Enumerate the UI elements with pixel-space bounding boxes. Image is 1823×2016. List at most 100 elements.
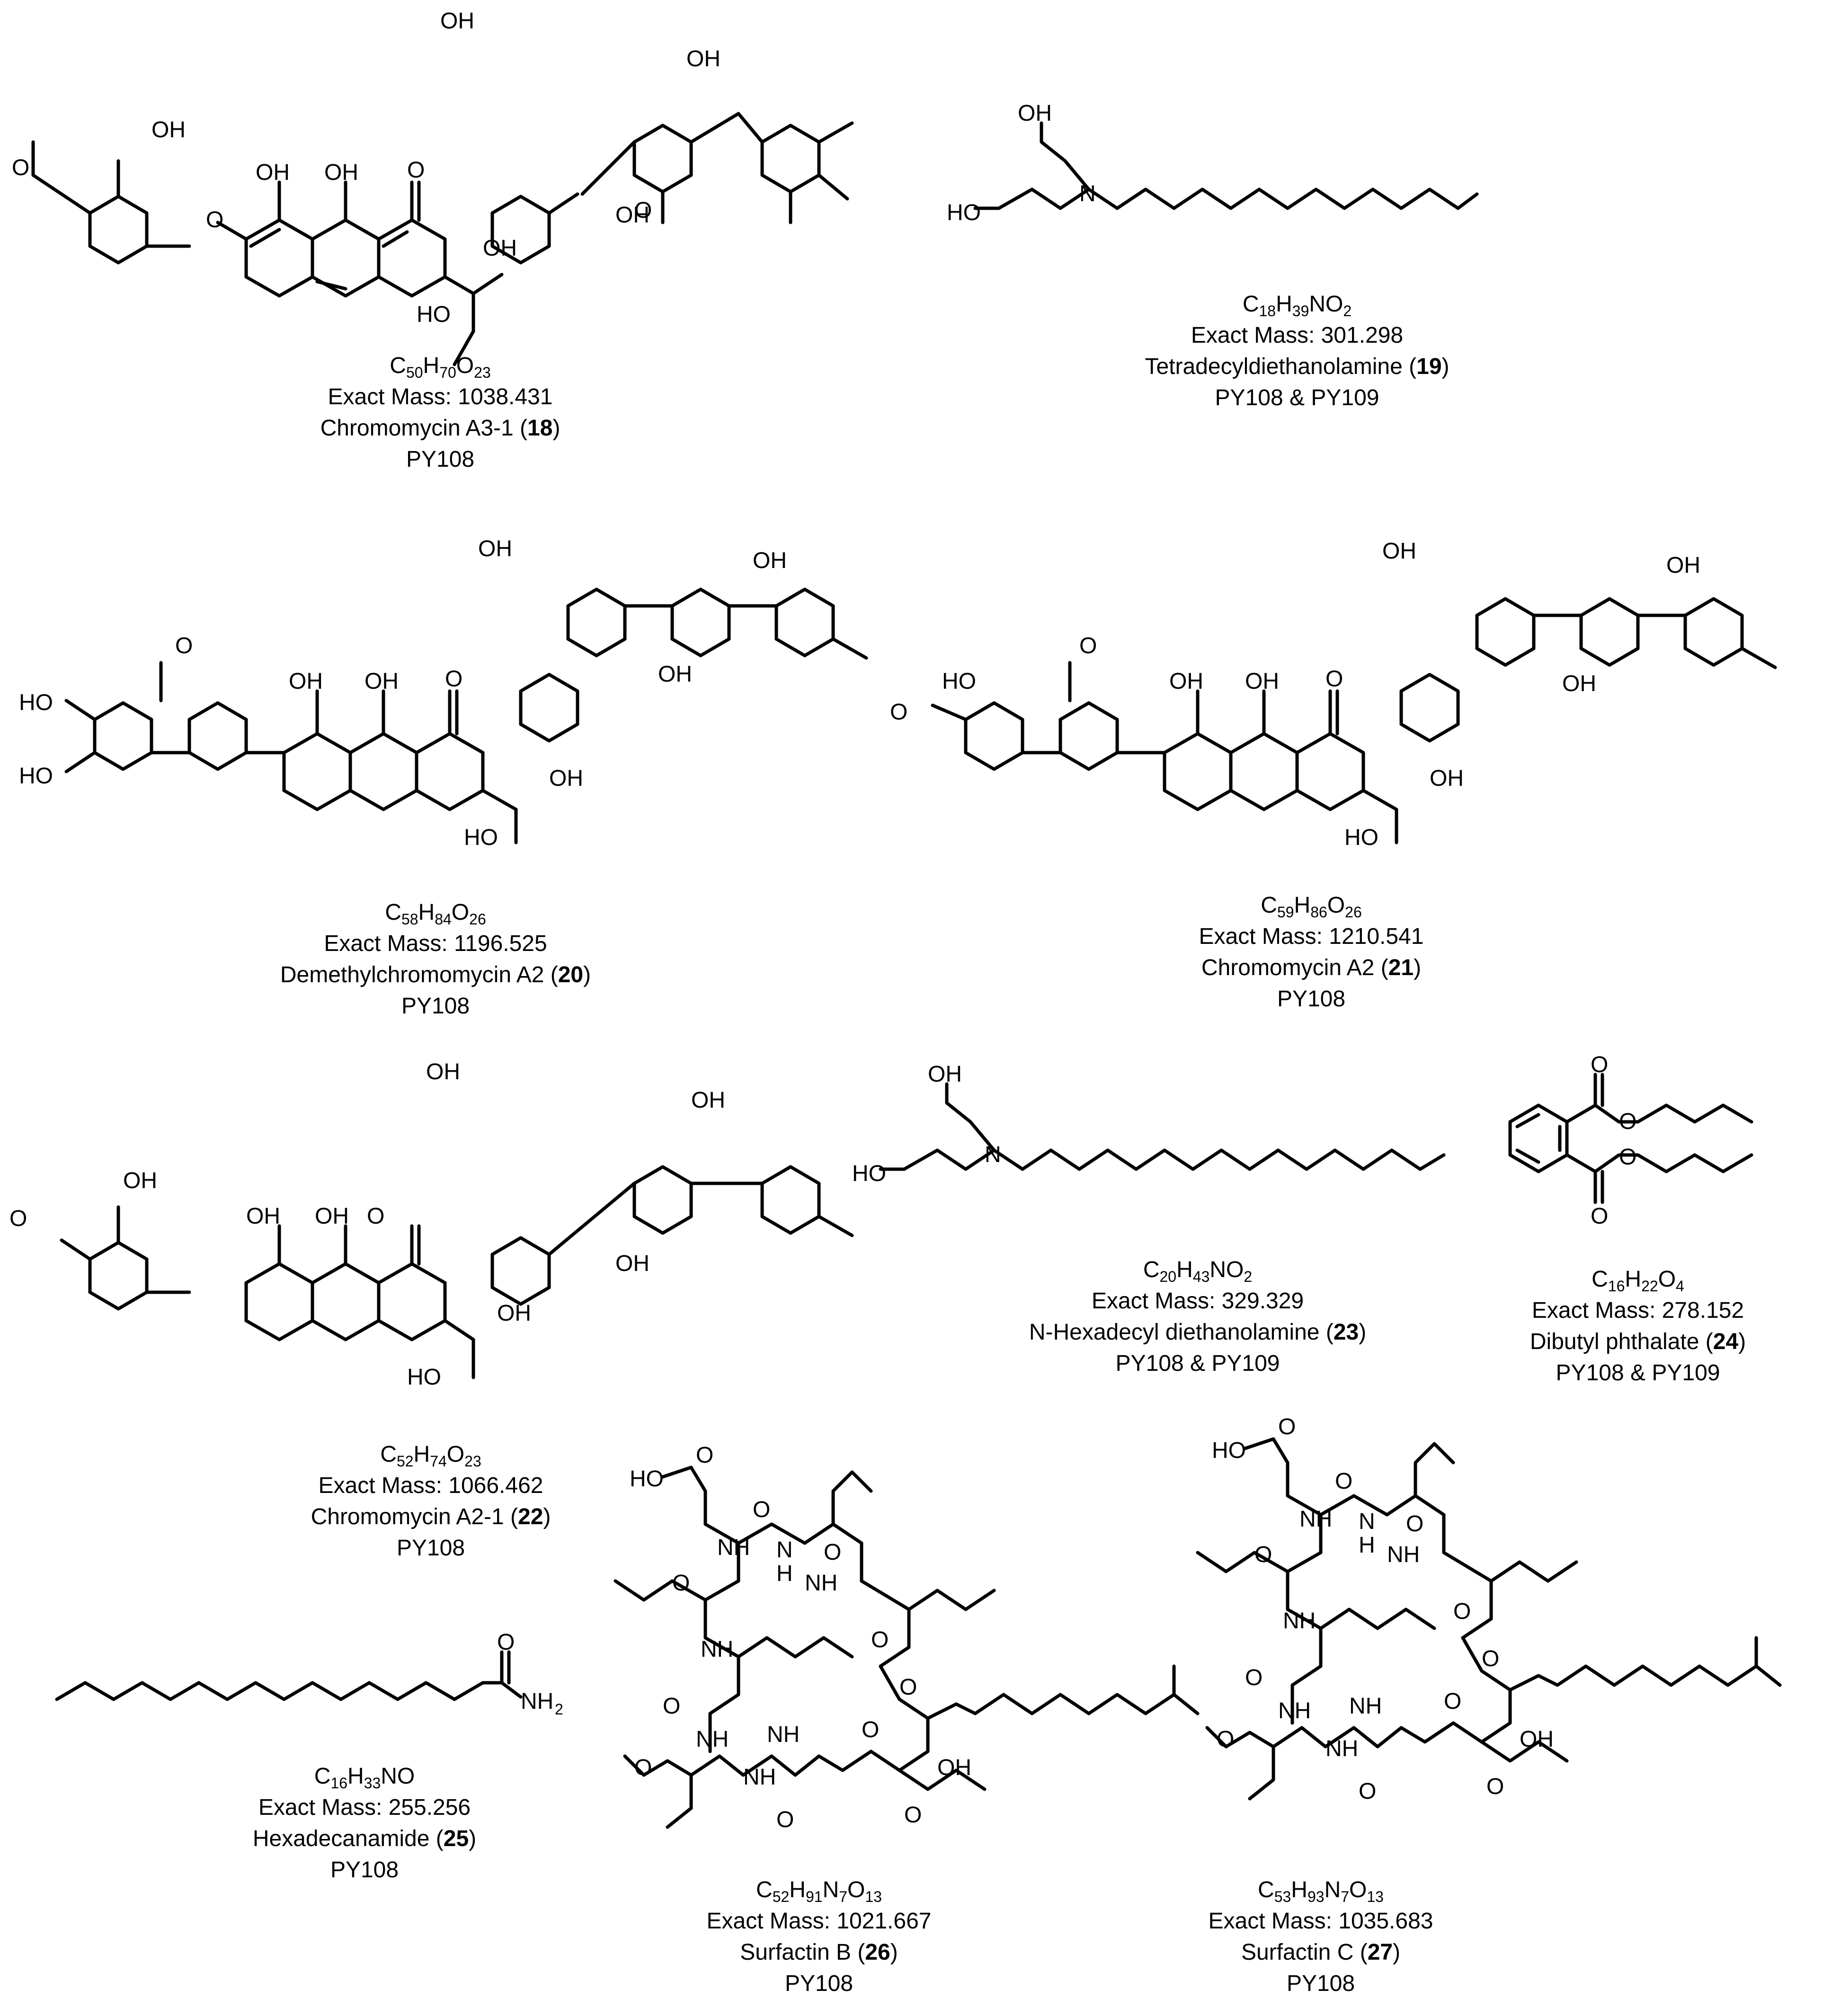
atom-label: OH bbox=[1430, 766, 1464, 791]
atom-label: OH bbox=[549, 766, 583, 791]
atom-label: HO bbox=[19, 764, 53, 789]
atom-label: O bbox=[1591, 1052, 1608, 1077]
structure-24: O O O O bbox=[1508, 1052, 1753, 1229]
atom-label: OH bbox=[426, 1059, 460, 1084]
atom-label: OH bbox=[1666, 553, 1700, 578]
atom-label: HO bbox=[19, 690, 53, 715]
atom-label: OH bbox=[937, 1755, 971, 1780]
atom-label: O bbox=[899, 1675, 917, 1700]
atom-label: NH bbox=[743, 1765, 776, 1790]
atom-label: OH bbox=[1562, 671, 1596, 696]
atom-label: O bbox=[445, 666, 462, 692]
atom-label: OH bbox=[324, 160, 358, 185]
atom-label: O bbox=[407, 158, 425, 183]
atom-label: OH bbox=[1382, 539, 1416, 564]
atom-label: O bbox=[890, 700, 907, 725]
atom-label: O bbox=[1359, 1779, 1376, 1804]
atom-label: O bbox=[862, 1717, 879, 1742]
atom-label: O bbox=[1079, 633, 1097, 658]
atom-label: NH bbox=[1299, 1507, 1332, 1532]
atom-label: O bbox=[1335, 1469, 1352, 1494]
atom-label: OH bbox=[483, 236, 517, 261]
formula: C53H93N7O13 bbox=[1258, 1877, 1384, 1905]
source-strain: PY108 & PY109 bbox=[1215, 385, 1379, 410]
compound-name: Surfactin C (27) bbox=[1241, 1940, 1401, 1965]
atom-label: O bbox=[12, 155, 29, 180]
atom-label: O bbox=[1619, 1145, 1636, 1170]
structure-26: HO O O NH N H O NH O NH O O O NH NH O O … bbox=[614, 1443, 1200, 1832]
formula: C18H39NO2 bbox=[1242, 292, 1352, 320]
atom-label: NH bbox=[1325, 1736, 1358, 1761]
atom-label: O bbox=[824, 1540, 841, 1565]
atom-label: O bbox=[1482, 1646, 1499, 1671]
atom-label: OH bbox=[928, 1062, 962, 1087]
formula: C16H22O4 bbox=[1592, 1267, 1684, 1295]
atom-label: OH bbox=[246, 1204, 280, 1229]
atom-label: O bbox=[634, 1755, 652, 1780]
atom-label: OH bbox=[365, 669, 399, 694]
atom-label: OH bbox=[256, 160, 290, 185]
atom-label: HO bbox=[407, 1365, 441, 1390]
atom-label: OH bbox=[615, 203, 649, 228]
compound-name: Chromomycin A2-1 (22) bbox=[311, 1504, 551, 1529]
atom-label: NH bbox=[696, 1727, 729, 1752]
atom-label: HO bbox=[942, 669, 976, 694]
exact-mass: Exact Mass: 255.256 bbox=[258, 1795, 471, 1820]
atom-label: OH bbox=[658, 662, 692, 687]
formula: C16H33NO bbox=[314, 1764, 415, 1792]
atom-label: O bbox=[9, 1206, 27, 1231]
caption-19: C18H39NO2 Exact Mass: 301.298 Tetradecyl… bbox=[1060, 289, 1534, 414]
structure-22: OH OH O OH OH OH OH OH HO O bbox=[9, 1059, 854, 1390]
source-strain: PY108 bbox=[1286, 1971, 1355, 1996]
formula: C58H84O26 bbox=[385, 900, 486, 928]
source-strain: PY108 bbox=[784, 1971, 854, 1996]
atom-label: NH bbox=[1283, 1608, 1316, 1634]
atom-label: O bbox=[367, 1204, 384, 1229]
compound-name: Hexadecanamide (25) bbox=[252, 1826, 477, 1851]
atom-label: NH bbox=[805, 1571, 837, 1596]
atom-label: HO bbox=[1212, 1438, 1246, 1463]
compound-name: Tetradecyldiethanolamine (19) bbox=[1145, 354, 1450, 379]
exact-mass: Exact Mass: 1021.667 bbox=[706, 1909, 932, 1934]
atom-label: O bbox=[1591, 1204, 1608, 1229]
caption-25: C16H33NO Exact Mass: 255.256 Hexadecanam… bbox=[128, 1761, 601, 1886]
atom-label: NH bbox=[1387, 1542, 1420, 1567]
atom-label: H bbox=[1359, 1533, 1375, 1558]
atom-label: OH bbox=[289, 669, 323, 694]
source-strain: PY108 bbox=[330, 1857, 399, 1883]
atom-label: O bbox=[1406, 1511, 1423, 1536]
atom-label: H bbox=[776, 1561, 793, 1586]
source-strain: PY108 bbox=[406, 447, 475, 472]
atom-label: O bbox=[1325, 666, 1343, 692]
atom-label: O bbox=[871, 1627, 889, 1652]
atom-label: OH bbox=[1245, 669, 1279, 694]
structure-25: O NH 2 bbox=[55, 1630, 563, 1718]
atom-label: O bbox=[1254, 1542, 1272, 1567]
caption-18: C50H70O23 Exact Mass: 1038.431 Chromomyc… bbox=[204, 350, 677, 475]
atom-label: HO bbox=[852, 1161, 886, 1186]
source-strain: PY108 bbox=[401, 994, 470, 1019]
exact-mass: Exact Mass: 1066.462 bbox=[318, 1473, 543, 1498]
atom-label: OH bbox=[753, 548, 787, 573]
exact-mass: Exact Mass: 1210.541 bbox=[1199, 924, 1424, 949]
atom-label: HO bbox=[417, 302, 451, 327]
atom-label: NH bbox=[521, 1689, 553, 1714]
caption-26: C52H91N7O13 Exact Mass: 1021.667 Surfact… bbox=[582, 1874, 1056, 1999]
atom-label: O bbox=[696, 1443, 713, 1468]
atom-label: N bbox=[1359, 1509, 1375, 1534]
exact-mass: Exact Mass: 1038.431 bbox=[328, 384, 553, 409]
atom-label: OH bbox=[615, 1251, 649, 1276]
atom-label: O bbox=[634, 198, 652, 223]
atom-label: HO bbox=[630, 1466, 664, 1492]
atom-label: O bbox=[672, 1571, 690, 1596]
caption-24: C16H22O4 Exact Mass: 278.152 Dibutyl pht… bbox=[1401, 1264, 1823, 1389]
atom-label: OH bbox=[691, 1088, 725, 1113]
atom-label: O bbox=[1486, 1774, 1504, 1799]
atom-label: O bbox=[1619, 1109, 1636, 1134]
atom-label: N bbox=[1079, 181, 1096, 206]
structure-20: OH OH O OH OH OH OH HO HO HO O bbox=[19, 536, 868, 850]
exact-mass: Exact Mass: 278.152 bbox=[1531, 1298, 1744, 1323]
atom-label: NH bbox=[767, 1722, 800, 1747]
formula: C50H70O23 bbox=[390, 353, 491, 381]
compound-name: Surfactin B (26) bbox=[740, 1940, 898, 1965]
